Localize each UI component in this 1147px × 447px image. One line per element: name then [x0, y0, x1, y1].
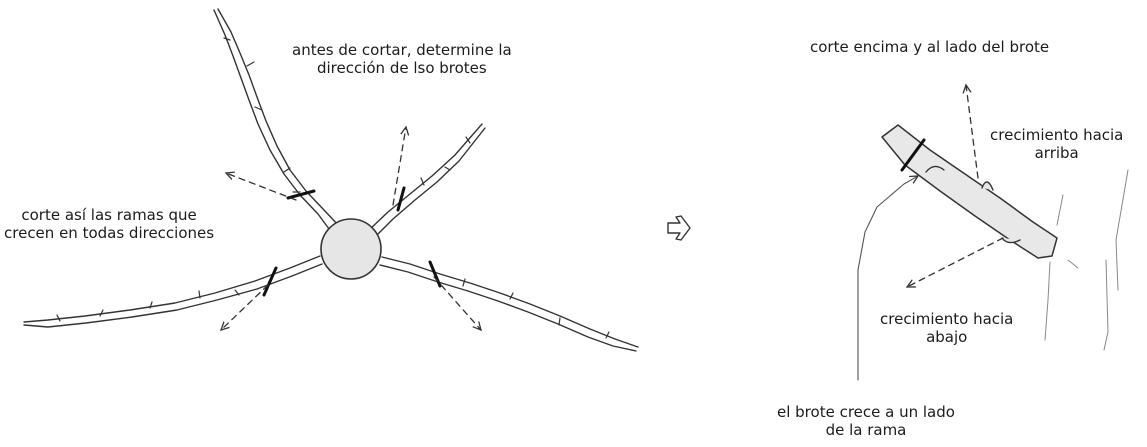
- branch-top: [213, 8, 341, 234]
- label-line: antes de cortar, determine la: [292, 41, 512, 59]
- label-line: corte encima y al lado del brote: [810, 38, 1050, 56]
- label-line: corte así las ramas que: [21, 206, 197, 224]
- close-up-branch: [881, 124, 1058, 259]
- branch-lower-right: [379, 256, 639, 352]
- growth-down-arrow: [907, 237, 1004, 287]
- label-cut-above-bud: corte encima y al lado del brote: [810, 38, 1049, 56]
- close-up-cut-mark: [900, 138, 926, 172]
- branch-lower-left: [23, 255, 323, 328]
- label-line: crecimiento hacia: [990, 126, 1124, 144]
- label-cut-all-directions: corte así las ramas que crecen en todas …: [4, 206, 214, 242]
- upper-bud: [981, 181, 994, 191]
- label-line: arriba: [1034, 144, 1079, 162]
- left-figure: [23, 8, 639, 352]
- label-bud-side: el brote crece a un lado de la rama: [777, 403, 955, 439]
- right-figure: [857, 85, 1129, 381]
- label-line: dirección de lso brotes: [316, 59, 487, 77]
- cut-marks-left: [262, 186, 442, 297]
- growth-up-arrow: [966, 85, 979, 179]
- label-line: el brote crece a un lado: [777, 403, 955, 421]
- label-line: crecimiento hacia: [880, 310, 1014, 328]
- growth-arrows-left: [221, 127, 481, 330]
- trunk-cross-section: [320, 218, 382, 280]
- lower-bud: [1001, 237, 1021, 244]
- label-growth-down: crecimiento hacia abajo: [880, 310, 1013, 346]
- label-line: crecen en todas direcciones: [4, 224, 215, 242]
- background-strokes: [1044, 169, 1129, 351]
- right-arrow-icon: [667, 215, 691, 241]
- label-line: de la rama: [825, 421, 907, 439]
- label-line: abajo: [926, 328, 968, 346]
- side-bud: [925, 165, 945, 173]
- branch-upper-right: [367, 123, 486, 240]
- label-growth-up: crecimiento hacia arriba: [990, 126, 1123, 162]
- label-determine-direction: antes de cortar, determine la dirección …: [292, 41, 512, 77]
- bud-side-pointer: [857, 176, 918, 381]
